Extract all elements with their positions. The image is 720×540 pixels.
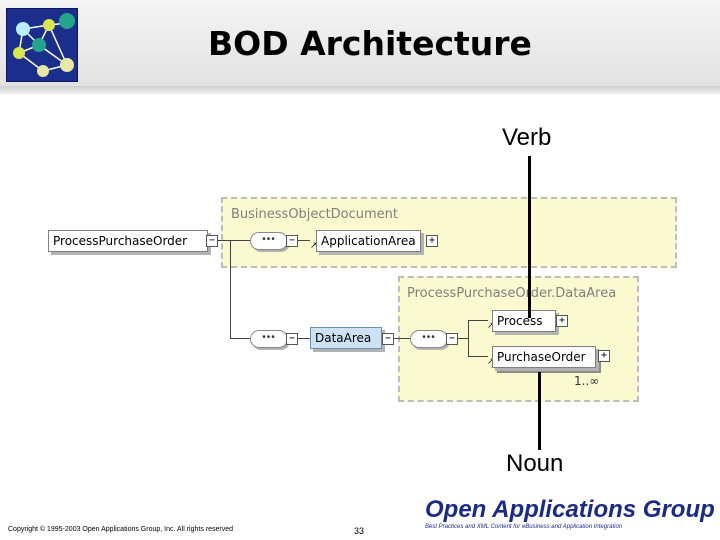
process-purchase-order-box[interactable]: ProcessPurchaseOrder — [48, 230, 208, 252]
oag-logo: Open Applications Group Best Practices a… — [415, 496, 720, 540]
network-logo-icon — [6, 8, 78, 82]
page-title: BOD Architecture — [208, 24, 532, 63]
connector-branch-vertical — [468, 320, 469, 356]
connector-root-seq — [216, 240, 250, 241]
noun-pointer-line — [538, 372, 541, 450]
connector-seq2-data — [296, 338, 310, 339]
purchase-order-label: PurchaseOrder — [497, 350, 586, 364]
connector-data-seq3 — [392, 338, 410, 339]
verb-annotation: Verb — [502, 124, 552, 151]
process-label: Process — [497, 314, 543, 328]
purchase-order-box[interactable]: PurchaseOrder — [492, 346, 596, 368]
bod-band-label: BusinessObjectDocument — [231, 207, 399, 222]
data-area-band-label: ProcessPurchaseOrder.DataArea — [407, 286, 617, 301]
process-expand-toggle[interactable]: + — [556, 315, 568, 327]
connector-seq-app — [296, 240, 310, 241]
sequence-compositor: ••• — [410, 330, 448, 348]
noun-annotation: Noun — [506, 450, 564, 477]
connector-trunk-seq2 — [230, 338, 250, 339]
multiplicity-label: 1..∞ — [574, 374, 600, 388]
sequence-collapse-toggle[interactable]: − — [286, 235, 298, 247]
connector-branch-process — [468, 320, 488, 321]
application-area-expand-toggle[interactable]: + — [426, 235, 438, 247]
verb-pointer-line — [528, 156, 531, 318]
oag-logo-tagline: Best Practices and XML Content for eBusi… — [425, 524, 623, 530]
connector-branch-order — [468, 356, 488, 357]
reference-link-icon: ↗ — [487, 356, 495, 366]
sequence-collapse-toggle[interactable]: − — [446, 333, 458, 345]
header-divider — [0, 86, 720, 94]
collapse-toggle[interactable]: − — [206, 235, 218, 247]
process-purchase-order-label: ProcessPurchaseOrder — [53, 234, 188, 248]
sequence-compositor: ••• — [250, 232, 288, 250]
data-area-collapse-toggle[interactable]: − — [382, 333, 394, 345]
application-area-box[interactable]: ApplicationArea — [316, 230, 421, 252]
sequence-collapse-toggle[interactable]: − — [286, 333, 298, 345]
application-area-label: ApplicationArea — [321, 234, 416, 248]
purchase-order-expand-toggle[interactable]: + — [598, 350, 610, 362]
oag-logo-title: Open Applications Group — [425, 496, 715, 523]
copyright-notice: Copyright © 1995-2003 Open Applications … — [8, 526, 234, 533]
connector-trunk — [230, 240, 231, 338]
data-area-box[interactable]: DataArea — [310, 327, 382, 349]
reference-link-icon: ↗ — [310, 240, 318, 250]
page-number: 33 — [354, 526, 365, 536]
process-box[interactable]: Process — [492, 310, 556, 332]
bod-band — [221, 197, 677, 268]
header-bar — [0, 0, 720, 86]
sequence-compositor: ••• — [250, 330, 288, 348]
reference-link-icon: ↗ — [487, 320, 495, 330]
data-area-label: DataArea — [315, 331, 372, 345]
connector-seq3-branch — [456, 338, 468, 339]
